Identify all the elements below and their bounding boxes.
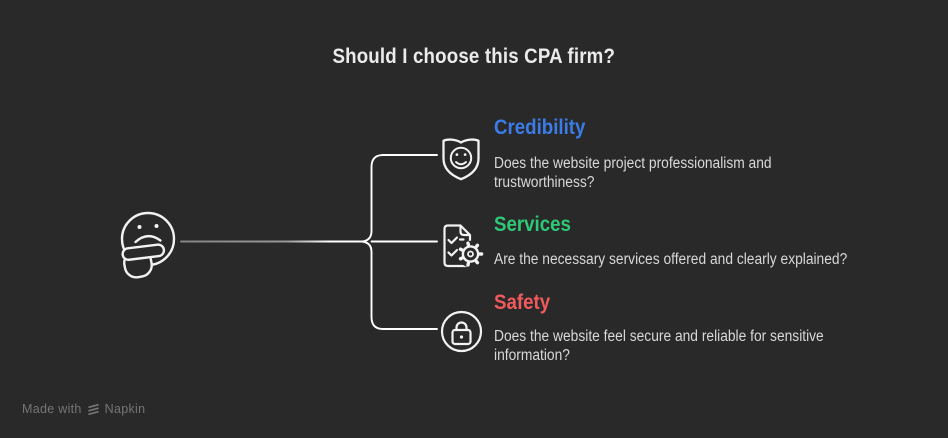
face-left-eye bbox=[137, 225, 142, 229]
watermark-prefix: Made with bbox=[22, 402, 82, 416]
face-right-eye bbox=[154, 224, 159, 228]
checklist-check-2 bbox=[447, 248, 459, 257]
face-frown bbox=[134, 234, 162, 244]
branch-label-services: Services bbox=[494, 213, 571, 236]
branch-description-credibility: Does the website project professionalism… bbox=[494, 155, 772, 191]
connector-branch-bottom bbox=[361, 240, 438, 330]
branch-label-credibility: Credibility bbox=[494, 116, 586, 139]
document-checklist-gear-icon bbox=[443, 224, 484, 268]
shield-smiley-left-eye bbox=[455, 153, 459, 156]
gear-hub bbox=[467, 250, 474, 258]
branch-label-safety: Safety bbox=[494, 291, 551, 314]
lock-keyhole bbox=[459, 335, 464, 339]
branch-description-safety: Does the website feel secure and reliabl… bbox=[494, 328, 824, 364]
shield-smiley-right-eye bbox=[463, 153, 467, 156]
lock-body bbox=[451, 328, 472, 346]
shield-smiley-smile bbox=[455, 161, 467, 166]
thinking-face-icon bbox=[120, 211, 176, 279]
shield-outline bbox=[442, 138, 480, 181]
lock-shackle bbox=[455, 321, 468, 332]
circle-lock-icon bbox=[440, 310, 483, 353]
lock-circle bbox=[440, 310, 483, 353]
connector-branch-top bbox=[361, 154, 438, 243]
document-fold-corner bbox=[459, 224, 471, 237]
napkin-logo-icon bbox=[87, 403, 99, 415]
shield-smiley-face bbox=[449, 146, 473, 170]
page-title: Should I choose this CPA firm? bbox=[332, 45, 616, 68]
face-hand-thumb bbox=[121, 243, 166, 261]
watermark-brand: Napkin bbox=[104, 402, 146, 416]
checklist-check-1 bbox=[447, 236, 459, 245]
connector-lines bbox=[180, 154, 438, 330]
shield-smiley-icon bbox=[442, 138, 480, 181]
gear-teeth bbox=[458, 241, 484, 267]
branch-description-services: Are the necessary services offered and c… bbox=[494, 251, 848, 268]
watermark: Made with Napkin bbox=[22, 402, 145, 416]
